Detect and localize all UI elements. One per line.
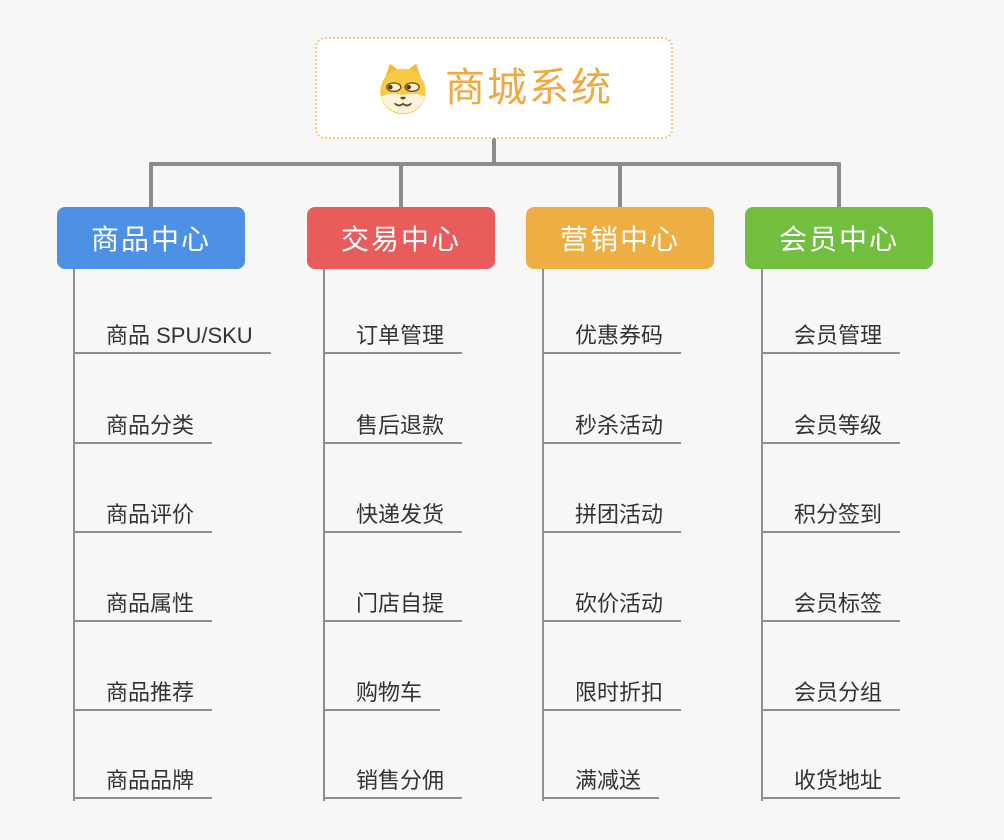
child-topic[interactable]: 售后退款 xyxy=(323,410,463,444)
connector-drop-products xyxy=(149,162,153,210)
branch-spine-trade xyxy=(323,269,325,801)
child-topic[interactable]: 商品评价 xyxy=(73,499,213,533)
child-topic[interactable]: 快递发货 xyxy=(323,499,463,533)
child-topic[interactable]: 砍价活动 xyxy=(542,588,682,622)
child-topic[interactable]: 秒杀活动 xyxy=(542,410,682,444)
branch-header-marketing[interactable]: 营销中心 xyxy=(526,207,714,269)
connector-drop-members xyxy=(837,162,841,210)
child-topic[interactable]: 销售分佣 xyxy=(323,765,463,799)
connector-drop-marketing xyxy=(618,162,622,210)
connector-drop-trade xyxy=(399,162,403,210)
child-topic[interactable]: 商品 SPU/SKU xyxy=(73,320,271,354)
child-topic[interactable]: 满减送 xyxy=(542,765,660,799)
child-topic[interactable]: 会员标签 xyxy=(761,588,901,622)
connector-horizontal-rail xyxy=(149,162,841,166)
root-title: 商城系统 xyxy=(445,66,613,110)
branch-header-products[interactable]: 商品中心 xyxy=(57,207,245,269)
child-topic[interactable]: 收货地址 xyxy=(761,765,901,799)
child-topic[interactable]: 商品属性 xyxy=(73,588,213,622)
child-topic[interactable]: 会员管理 xyxy=(761,320,901,354)
root-node[interactable]: 商城系统 xyxy=(315,37,673,139)
child-topic[interactable]: 商品推荐 xyxy=(73,677,213,711)
branch-header-members[interactable]: 会员中心 xyxy=(745,207,933,269)
child-topic[interactable]: 商品分类 xyxy=(73,410,213,444)
child-topic[interactable]: 会员等级 xyxy=(761,410,901,444)
branch-spine-products xyxy=(73,269,75,801)
branch-spine-marketing xyxy=(542,269,544,801)
child-topic[interactable]: 购物车 xyxy=(323,677,441,711)
branch-spine-members xyxy=(761,269,763,801)
dog-icon xyxy=(375,60,431,116)
child-topic[interactable]: 优惠券码 xyxy=(542,320,682,354)
child-topic[interactable]: 会员分组 xyxy=(761,677,901,711)
child-topic[interactable]: 订单管理 xyxy=(323,320,463,354)
child-topic[interactable]: 商品品牌 xyxy=(73,765,213,799)
child-topic[interactable]: 限时折扣 xyxy=(542,677,682,711)
child-topic[interactable]: 积分签到 xyxy=(761,499,901,533)
child-topic[interactable]: 门店自提 xyxy=(323,588,463,622)
connector-root-stub xyxy=(492,138,496,165)
child-topic[interactable]: 拼团活动 xyxy=(542,499,682,533)
branch-header-trade[interactable]: 交易中心 xyxy=(307,207,495,269)
